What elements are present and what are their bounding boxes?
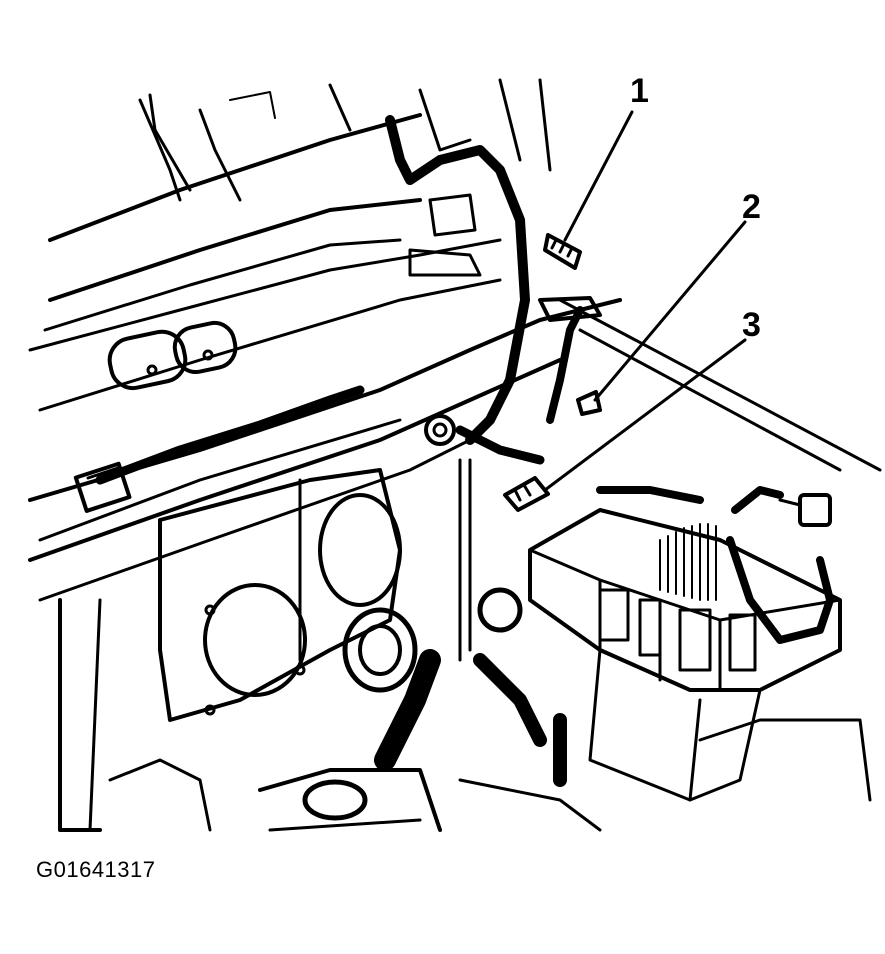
mounting-brackets	[408, 193, 602, 633]
bolt-1	[543, 233, 582, 270]
lower-structure	[58, 458, 872, 832]
figure-code: G01641317	[36, 857, 156, 882]
fuse-relay-center	[528, 508, 842, 802]
bolt-3	[503, 476, 550, 512]
wiring-harness	[95, 115, 834, 644]
harness-connector	[73, 461, 132, 513]
cowl-panel	[28, 78, 552, 412]
coolant-hose	[374, 649, 567, 787]
callout-number-3: 3	[742, 306, 761, 344]
radiator-support-beam	[28, 298, 882, 602]
headlamp-housing	[158, 468, 402, 722]
callout-leaders	[543, 110, 747, 492]
side-connector	[778, 493, 832, 527]
callout-number-2: 2	[742, 188, 761, 226]
callout-number-1: 1	[630, 72, 649, 110]
clip-2	[576, 390, 602, 416]
cowl-openings	[107, 320, 238, 391]
reservoir-cap	[342, 607, 418, 693]
